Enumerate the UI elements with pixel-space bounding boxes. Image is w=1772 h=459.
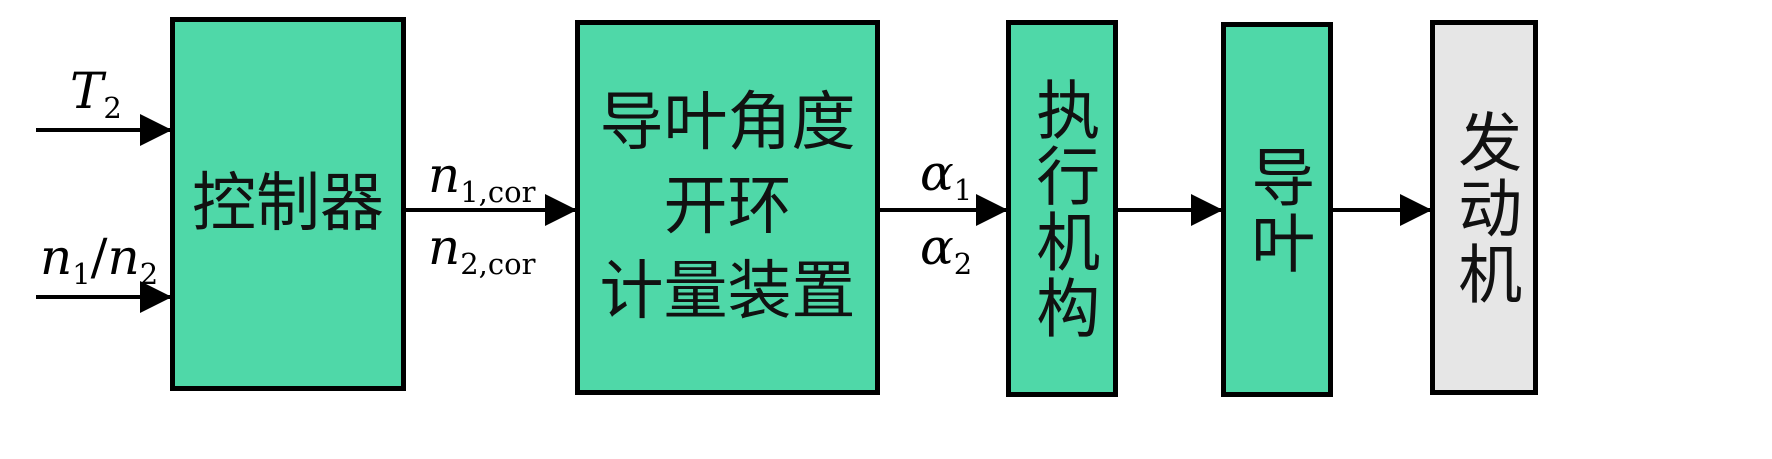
signal-alpha1-var: α	[920, 144, 954, 202]
arrowhead-t2	[140, 114, 172, 146]
arrowhead-actuator	[976, 194, 1008, 226]
signal-n1-sub: 1	[72, 257, 91, 291]
metering-device-label: 导叶角度 开环 计量装置	[600, 81, 856, 334]
signal-alpha2-var: α	[920, 218, 954, 276]
signal-t2-sub: 2	[103, 91, 122, 125]
arrowhead-n-ratio	[140, 281, 172, 313]
arrowhead-engine	[1400, 194, 1432, 226]
controller-block: 控制器	[170, 17, 406, 391]
signal-alpha1-sub: 1	[953, 173, 973, 207]
signal-alpha1: α1	[920, 148, 972, 205]
arrowhead-guide-vane	[1191, 194, 1223, 226]
signal-alpha2-sub: 2	[953, 247, 973, 281]
metering-label-line-3: 计量装置	[599, 254, 856, 329]
signal-n1-var: n	[40, 228, 73, 286]
signal-t2-var: T	[70, 62, 104, 120]
signal-n2-cor: n2,cor	[428, 222, 535, 279]
signal-n1-cor: n1,cor	[428, 150, 535, 207]
actuator-label: 执行机构	[1025, 76, 1100, 341]
signal-n1cor-var: n	[428, 146, 461, 204]
signal-n2-sub: 2	[139, 257, 159, 291]
actuator-block: 执行机构	[1006, 20, 1118, 397]
metering-label-line-1: 导叶角度	[599, 85, 856, 160]
signal-n2-var: n	[107, 228, 140, 286]
signal-n2cor-var: n	[428, 218, 461, 276]
controller-label: 控制器	[192, 166, 384, 241]
engine-label: 发动机	[1447, 108, 1522, 307]
signal-n1cor-sub: 1,cor	[460, 175, 536, 209]
signal-t2: T2	[70, 66, 122, 123]
engine-block: 发动机	[1430, 20, 1538, 395]
metering-device-block: 导叶角度 开环 计量装置	[575, 20, 880, 395]
signal-ratio-slash: /	[90, 228, 108, 286]
signal-alpha2: α2	[920, 222, 972, 279]
guide-vane-block: 导叶	[1221, 22, 1333, 397]
guide-vane-label: 导叶	[1240, 143, 1315, 276]
arrowhead-metering	[545, 194, 577, 226]
metering-label-line-2: 开环	[663, 170, 792, 245]
signal-n1-over-n2: n1/n2	[40, 232, 158, 289]
signal-n2cor-sub: 2,cor	[460, 247, 536, 281]
